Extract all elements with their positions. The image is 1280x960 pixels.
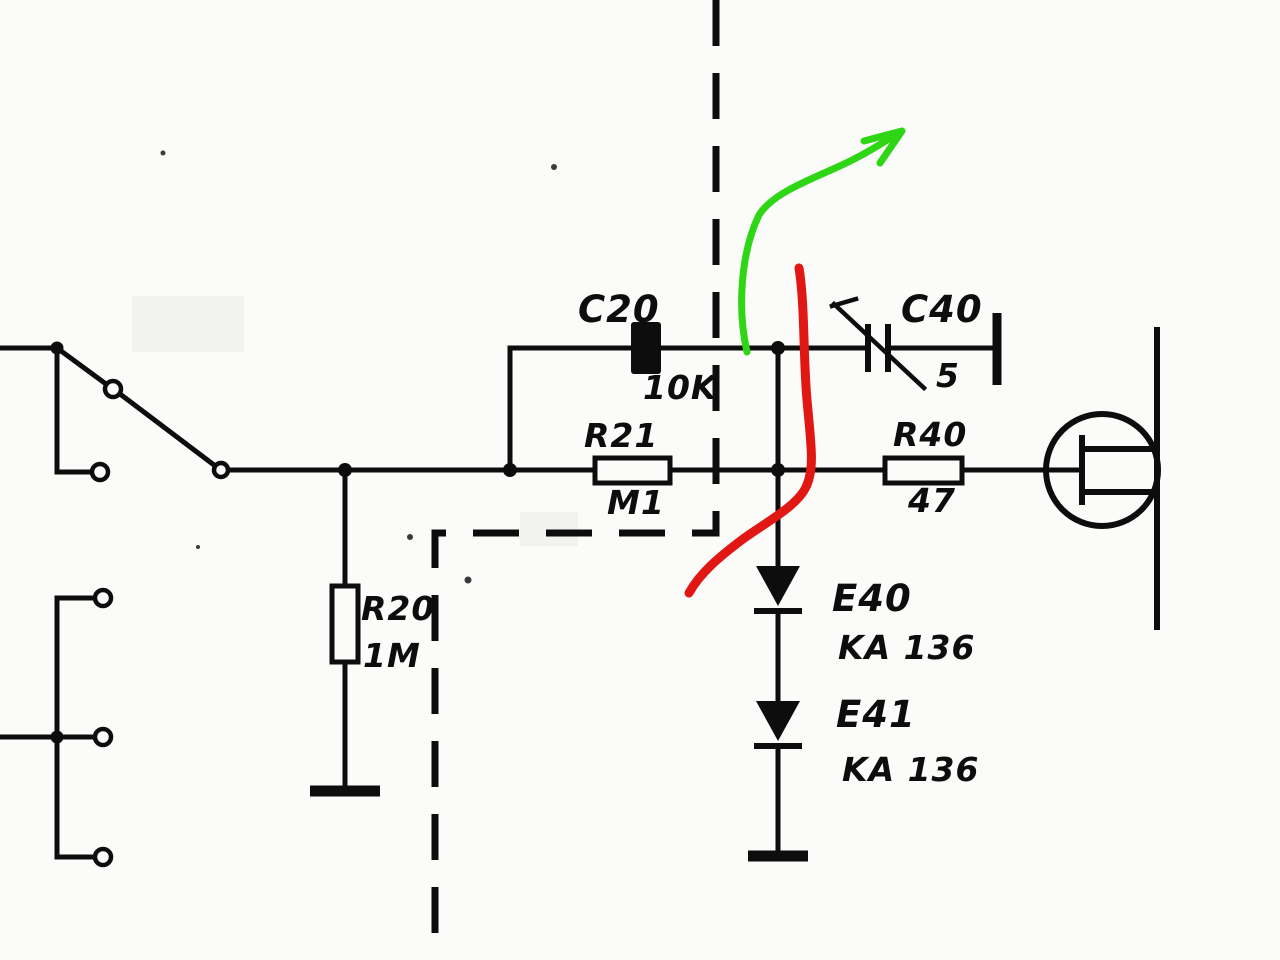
junction-dot: [503, 463, 517, 477]
label-r20-value: 1M: [363, 636, 421, 675]
trimmer-arrow: [830, 300, 928, 392]
label-r40: R40: [893, 415, 967, 454]
contact-feed-wire: [54, 345, 94, 475]
green-marker-arrowhead: [860, 127, 906, 167]
red-marker-line: [684, 263, 816, 598]
scan-speckle: [464, 576, 472, 584]
terminal-contact: [92, 846, 114, 868]
trimmer-capacitor-c40: [829, 296, 1002, 392]
scan-speckle: [407, 534, 413, 540]
scan-speckles: [160, 150, 557, 584]
trimmer-arrow-flag: [829, 296, 859, 309]
scan-smudge: [132, 296, 244, 352]
label-r21: R21: [584, 416, 658, 455]
label-c40: C40: [901, 288, 983, 331]
switch-contact: [89, 461, 111, 483]
scan-smudge: [520, 512, 578, 546]
label-r20: R20: [361, 589, 435, 628]
label-e40: E40: [832, 577, 912, 620]
resistor-r40-symbol: [882, 455, 965, 486]
scan-speckle: [160, 150, 166, 156]
scan-smudges: [132, 296, 578, 546]
label-e41-value: KA 136: [842, 750, 979, 789]
label-c20: C20: [578, 288, 660, 331]
green-marker-arrow-shaft: [738, 129, 902, 356]
scan-speckle: [551, 164, 557, 170]
selector-switch: [0, 341, 231, 483]
switch-contact: [102, 378, 124, 400]
resistor-r20-branch: [310, 467, 380, 797]
hand-annotations: [684, 127, 906, 598]
label-r40-value: 47: [907, 481, 956, 520]
diode-e40-symbol: [756, 566, 800, 606]
switch-blade: [116, 390, 218, 469]
resistor-r20-symbol: [329, 583, 361, 665]
label-c40-value: 5: [936, 356, 960, 395]
terminal-contact: [92, 726, 114, 748]
capacitor-c20-symbol: [631, 322, 661, 374]
diode-chain: [748, 345, 808, 862]
label-c20-value: 10K: [643, 368, 719, 407]
terminal-contact: [92, 587, 114, 609]
capacitor-c20: [631, 322, 661, 374]
component-labels: C20 10K C40 5 R21 M1 R40 47 R20 1M E40 K…: [361, 288, 983, 789]
switch-pivot: [211, 460, 231, 480]
contact-feed-wire: [53, 344, 110, 388]
multi-tap-connector: [0, 587, 114, 868]
label-r21-value: M1: [607, 483, 665, 522]
scan-speckle: [196, 545, 200, 549]
label-e41: E41: [836, 693, 916, 736]
resistor-r21-symbol: [592, 455, 673, 486]
gang-coupling-dashed-line: [431, 0, 720, 935]
label-e40-value: KA 136: [838, 628, 975, 667]
diode-e41-symbol: [756, 701, 800, 741]
tube-symbol: [1043, 327, 1161, 630]
